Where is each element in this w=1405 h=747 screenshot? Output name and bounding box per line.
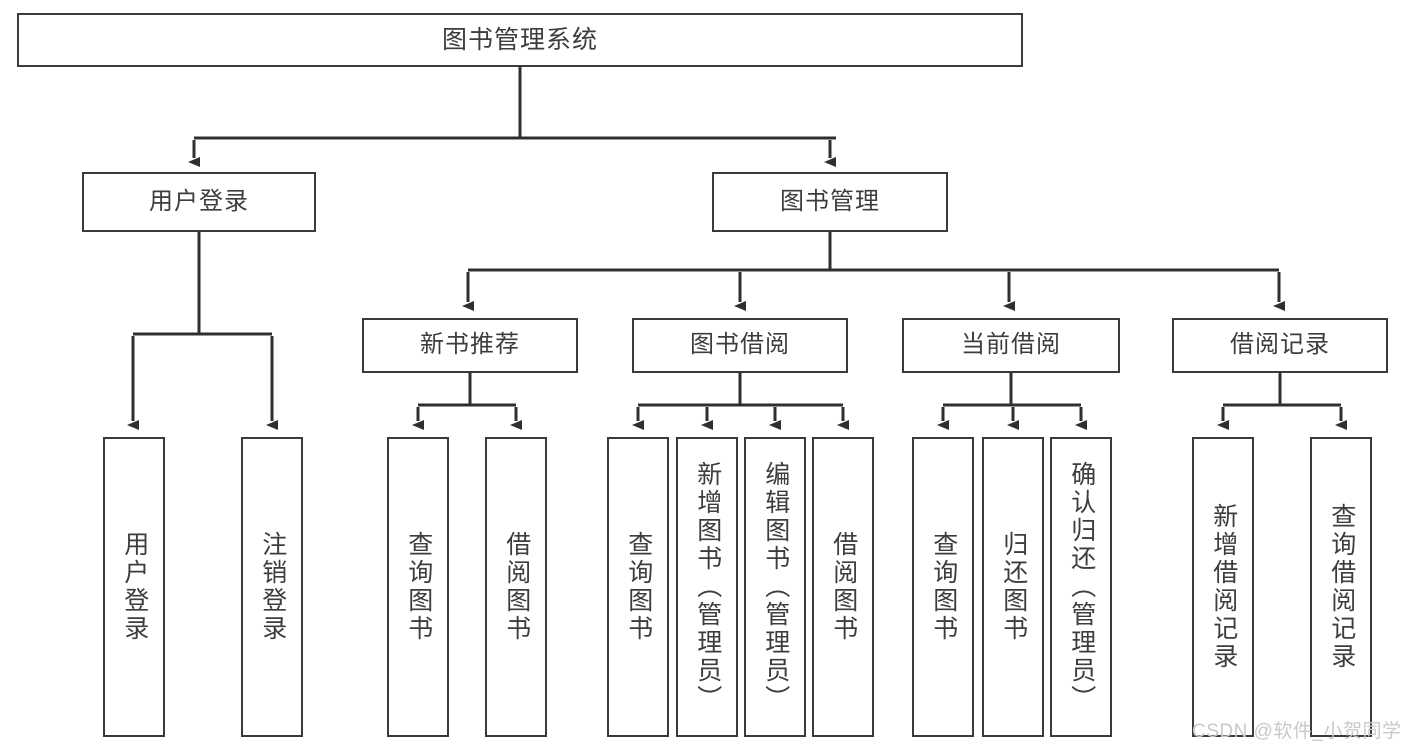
node-label: 借阅图书 — [829, 531, 858, 643]
node-label: 借阅图书 — [502, 531, 531, 643]
node-label: 查询图书 — [929, 531, 958, 643]
node-label: 图书管理系统 — [441, 26, 598, 54]
node-book-borrow[interactable]: 图书借阅 — [632, 318, 848, 373]
leaf-add-book-admin[interactable]: 新增图书（管理员） — [676, 437, 738, 737]
leaf-query-book-recommend[interactable]: 查询图书 — [387, 437, 449, 737]
leaf-edit-book-admin[interactable]: 编辑图书（管理员） — [744, 437, 806, 737]
node-label: 注销登录 — [258, 531, 287, 643]
leaf-query-book-current[interactable]: 查询图书 — [912, 437, 974, 737]
node-label: 用户登录 — [149, 187, 249, 215]
node-label: 查询借阅记录 — [1327, 503, 1356, 671]
node-label: 图书借阅 — [690, 331, 790, 359]
node-label: 查询图书 — [404, 531, 433, 643]
node-label: 当前借阅 — [961, 331, 1061, 359]
node-label: 新增图书（管理员） — [693, 461, 722, 713]
leaf-query-book-borrow[interactable]: 查询图书 — [607, 437, 669, 737]
node-new-book-recommend[interactable]: 新书推荐 — [362, 318, 578, 373]
leaf-query-borrow-record[interactable]: 查询借阅记录 — [1310, 437, 1372, 737]
leaf-borrow-book[interactable]: 借阅图书 — [812, 437, 874, 737]
node-user-login[interactable]: 用户登录 — [82, 172, 316, 232]
node-label: 确认归还（管理员） — [1067, 461, 1096, 713]
leaf-add-borrow-record[interactable]: 新增借阅记录 — [1192, 437, 1254, 737]
leaf-user-login[interactable]: 用户登录 — [103, 437, 165, 737]
node-borrow-records[interactable]: 借阅记录 — [1172, 318, 1388, 373]
node-current-borrow[interactable]: 当前借阅 — [902, 318, 1120, 373]
node-label: 归还图书 — [999, 531, 1028, 643]
node-root-system[interactable]: 图书管理系统 — [17, 13, 1023, 67]
node-label: 用户登录 — [120, 531, 149, 643]
node-label: 查询图书 — [624, 531, 653, 643]
leaf-confirm-return-admin[interactable]: 确认归还（管理员） — [1050, 437, 1112, 737]
node-label: 新增借阅记录 — [1209, 503, 1238, 671]
leaf-return-book[interactable]: 归还图书 — [982, 437, 1044, 737]
node-label: 借阅记录 — [1230, 331, 1330, 359]
csdn-watermark: CSDN @软件_小贺同学 — [1192, 721, 1402, 742]
node-book-management[interactable]: 图书管理 — [712, 172, 948, 232]
leaf-logout[interactable]: 注销登录 — [241, 437, 303, 737]
leaf-borrow-book-recommend[interactable]: 借阅图书 — [485, 437, 547, 737]
node-label: 图书管理 — [780, 187, 880, 215]
node-label: 新书推荐 — [420, 331, 520, 359]
node-label: 编辑图书（管理员） — [761, 461, 790, 713]
